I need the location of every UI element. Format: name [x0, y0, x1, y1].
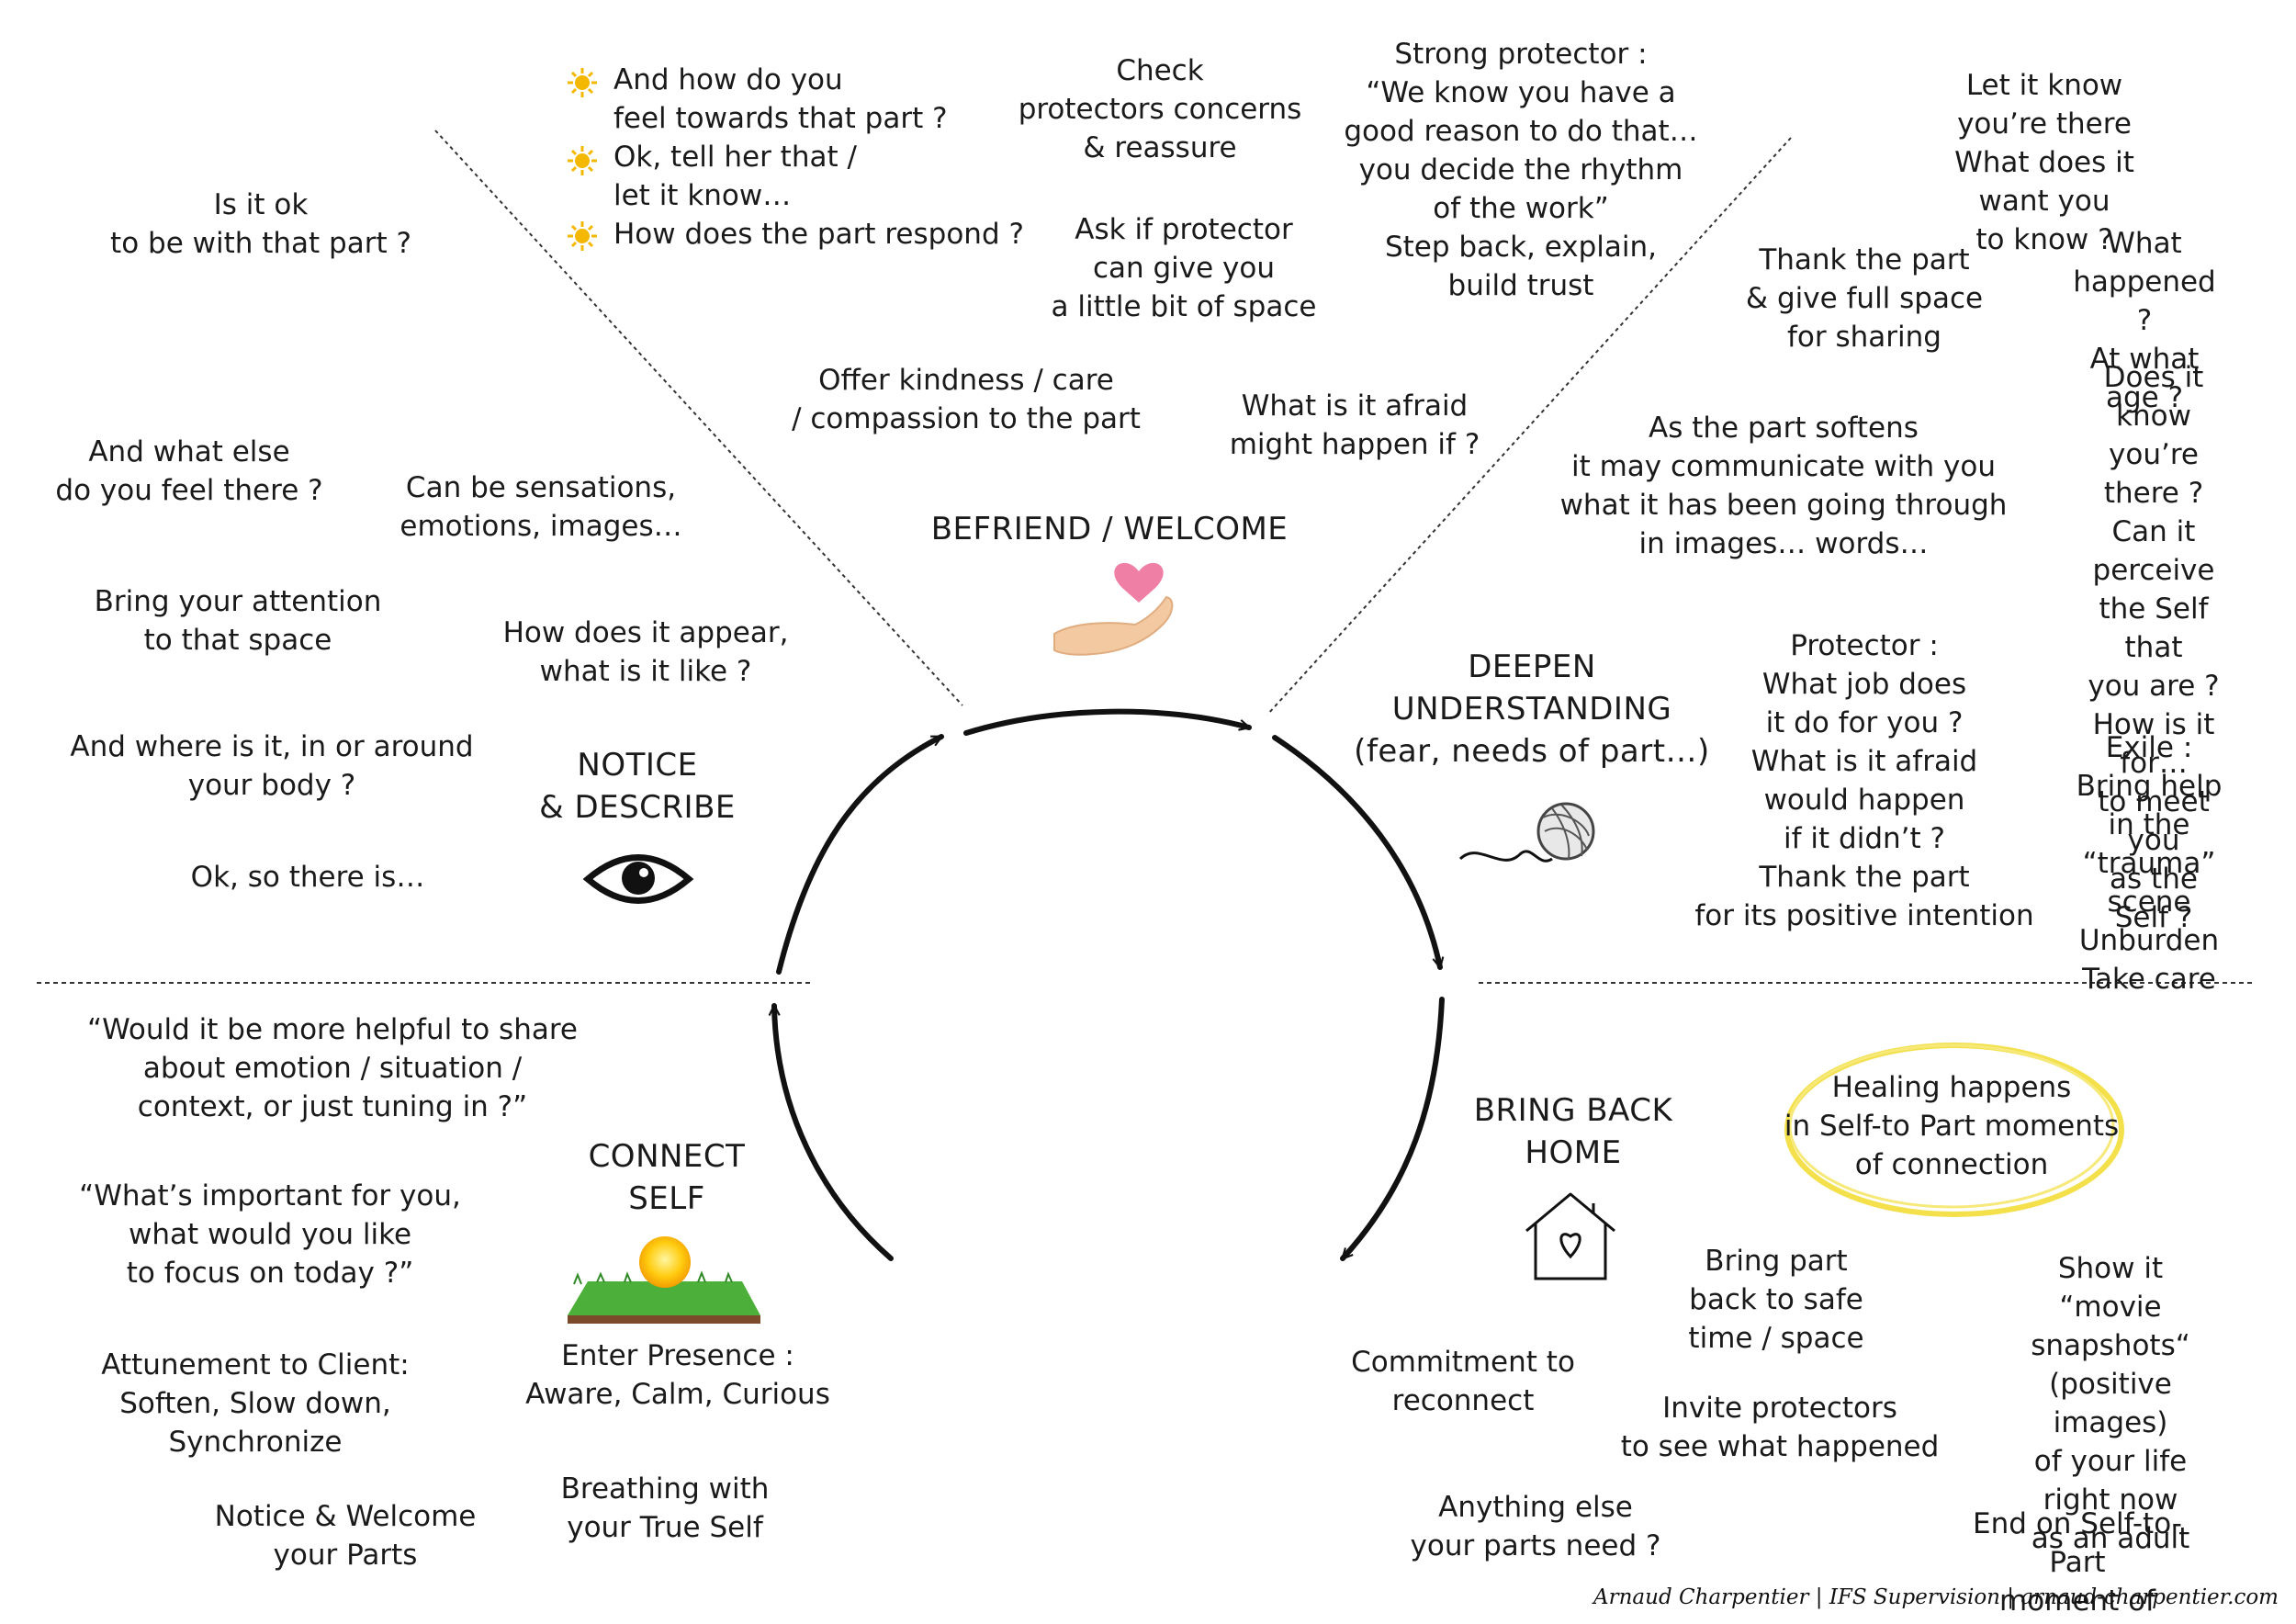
prompt-protector-job: Protector : What job does it do for you …	[1694, 629, 2034, 932]
prompt-feel-towards: And how do you feel towards that part ?	[613, 63, 948, 135]
prompt-check-protectors: Check protectors concerns & reassure	[1018, 54, 1302, 164]
prompt-enter-presence: Enter Presence : Aware, Calm, Curious	[525, 1339, 830, 1411]
prompt-strong-protector: Strong protector : “We know you have a g…	[1344, 38, 1698, 302]
cycle-arrow-bringback-to-connect	[1340, 997, 1445, 1261]
heart-hand-icon	[1053, 562, 1174, 656]
yarn-ball-icon	[1458, 802, 1595, 863]
prompt-part-respond: How does the part respond ?	[613, 218, 1024, 251]
prompt-what-happened: What happened ? At what age ?	[2073, 227, 2216, 414]
stage-deepen-understanding: DEEPEN UNDERSTANDING (fear, needs of par…	[1354, 648, 1710, 770]
prompt-invite-protectors: Invite protectors to see what happened	[1620, 1392, 1940, 1463]
sun-grass-icon	[568, 1236, 760, 1324]
stage-befriend-welcome: BEFRIEND / WELCOME	[930, 511, 1289, 547]
prompt-bring-attention: Bring your attention to that space	[94, 585, 382, 657]
prompt-let-it-know: Let it know you’re there What does it wa…	[1954, 69, 2134, 256]
cycle-arrow-notice-to-befriend	[776, 734, 944, 975]
prompt-notice-welcome: Notice & Welcome your Parts	[214, 1500, 477, 1572]
separator-upper-left	[434, 130, 963, 706]
separator-upper-right	[1266, 137, 1792, 716]
prompt-thank-part-space: Thank the part & give full space for sha…	[1745, 243, 1984, 354]
prompt-breathing: Breathing with your True Self	[560, 1472, 770, 1544]
cycle-arrow-befriend-to-deepen	[963, 708, 1252, 736]
prompt-healing: Healing happens in Self-to Part moments …	[1784, 1071, 2120, 1181]
prompt-anything-else: Anything else your parts need ?	[1410, 1491, 1661, 1562]
eye-icon	[582, 854, 694, 904]
stage-connect-self: CONNECT SELF	[588, 1138, 746, 1217]
sun-bullet-icon	[568, 146, 597, 175]
prompt-ask-protector-space: Ask if protector can give you a little b…	[1051, 213, 1317, 323]
prompt-how-appear: How does it appear, what is it like ?	[502, 616, 789, 688]
cycle-arrow-deepen-to-bringback	[1272, 735, 1440, 970]
prompt-where-is-it: And where is it, in or around your body …	[70, 730, 474, 802]
prompt-tell-her: Ok, tell her that / let it know…	[613, 141, 857, 212]
stage-bring-back-home: BRING BACK HOME	[1473, 1092, 1673, 1171]
healing-highlight-ring	[1784, 1043, 2124, 1217]
prompt-part-softens: As the part softens it may communicate w…	[1559, 412, 2008, 560]
prompt-is-it-ok: Is it ok to be with that part ?	[110, 188, 411, 260]
prompt-afraid-might-happen: What is it afraid might happen if ?	[1229, 389, 1480, 461]
prompt-show-it: Show it “movie snapshots“ (positive imag…	[2031, 1252, 2190, 1555]
prompt-whats-important: “What’s important for you, what would yo…	[79, 1179, 461, 1290]
prompt-end-on: End on Self-to-Part moment of connexion	[1973, 1507, 2182, 1624]
prompt-attunement: Attunement to Client: Soften, Slow down,…	[101, 1348, 410, 1459]
prompt-does-it-know: Does it know you’re there ? Can it perce…	[2088, 361, 2220, 934]
prompt-more-helpful: “Would it be more helpful to share about…	[87, 1013, 578, 1123]
prompt-ok-so-there: Ok, so there is…	[190, 861, 425, 894]
cycle-arrow-connect-to-notice	[774, 1003, 894, 1261]
author-credit: Arnaud Charpentier | IFS Supervision | a…	[1593, 1585, 2279, 1609]
prompt-commitment: Commitment to reconnect	[1351, 1346, 1575, 1417]
prompt-what-else: And what else do you feel there ?	[55, 435, 323, 507]
sun-bullet-icon	[568, 68, 597, 97]
prompt-offer-kindness: Offer kindness / care / compassion to th…	[792, 364, 1141, 435]
prompt-bring-part-back: Bring part back to safe time / space	[1688, 1245, 1864, 1355]
prompt-exile: Exile : Bring help in the “trauma” scene…	[2076, 731, 2223, 996]
stage-notice-describe: NOTICE & DESCRIBE	[539, 747, 736, 826]
prompt-sensations: Can be sensations, emotions, images…	[400, 471, 682, 543]
sun-bullet-icon	[568, 221, 597, 251]
house-heart-icon	[1525, 1192, 1615, 1280]
